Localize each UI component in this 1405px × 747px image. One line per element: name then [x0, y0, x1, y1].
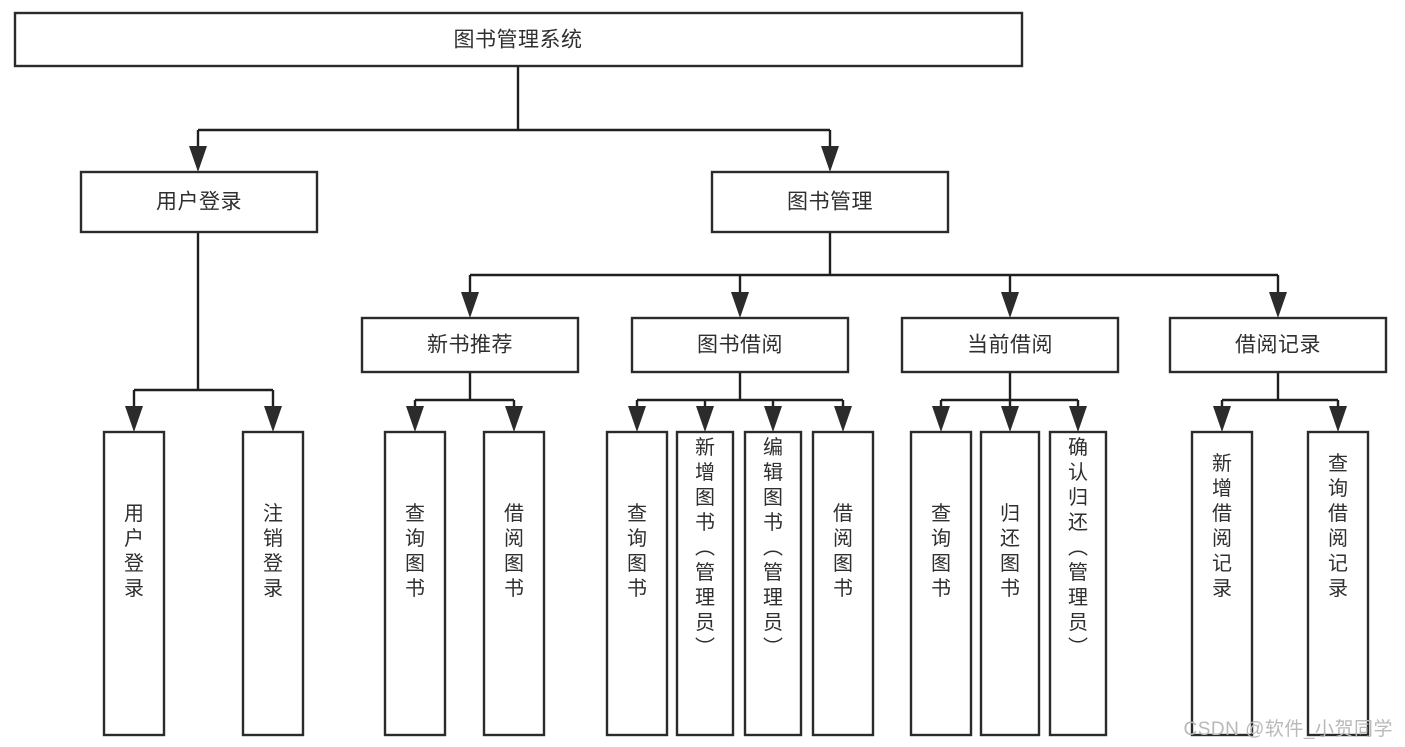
- node-newbook-box[interactable]: [360, 316, 580, 374]
- node-leaf13-box[interactable]: [1306, 430, 1370, 737]
- node-leaf9-box[interactable]: [909, 430, 973, 737]
- arrowhead-leaf13: [1329, 406, 1347, 432]
- node-leaf3-label: 查询图书: [405, 502, 425, 600]
- arrowhead-layer: [125, 146, 1347, 432]
- node-bookmgmt-label: 图书管理: [787, 191, 873, 214]
- arrowhead-leaf12: [1213, 406, 1231, 432]
- arrowhead-record: [1269, 292, 1287, 318]
- node-borrow-label: 图书借阅: [697, 334, 783, 357]
- node-login[interactable]: 用户登录: [79, 170, 319, 234]
- node-borrow[interactable]: 图书借阅: [630, 316, 850, 374]
- arrowhead-leaf3: [406, 406, 424, 432]
- node-leaf6-label: 新增图书︵管理员︶: [695, 436, 715, 659]
- node-leaf1[interactable]: 用户登录: [102, 430, 166, 737]
- node-leaf8-box[interactable]: [811, 430, 875, 737]
- arrowhead-leaf1: [125, 406, 143, 432]
- node-current-box[interactable]: [900, 316, 1120, 374]
- node-leaf11[interactable]: 确认归还︵管理员︶: [1048, 430, 1108, 737]
- node-leaf11-label: 确认归还︵管理员︶: [1068, 436, 1088, 659]
- arrowhead-leaf11: [1069, 406, 1087, 432]
- node-record-box[interactable]: [1168, 316, 1388, 374]
- node-leaf7-label: 编辑图书︵管理员︶: [763, 436, 783, 659]
- arrowhead-bookmgmt: [821, 146, 839, 172]
- node-leaf2[interactable]: 注销登录: [241, 430, 305, 737]
- node-leaf11-box[interactable]: [1048, 430, 1108, 737]
- node-current[interactable]: 当前借阅: [900, 316, 1120, 374]
- node-leaf5[interactable]: 查询图书: [605, 430, 669, 737]
- node-root-box[interactable]: [13, 11, 1024, 68]
- node-leaf12[interactable]: 新增借阅记录: [1190, 430, 1254, 737]
- node-leaf7-box[interactable]: [743, 430, 803, 737]
- node-login-box[interactable]: [79, 170, 319, 234]
- arrowhead-leaf6: [696, 406, 714, 432]
- node-leaf2-box[interactable]: [241, 430, 305, 737]
- node-leaf1-box[interactable]: [102, 430, 166, 737]
- csdn-watermark: CSDN @软件_小贺同学: [1183, 719, 1393, 740]
- node-leaf13-label: 查询借阅记录: [1328, 452, 1348, 600]
- node-leaf9-label: 查询图书: [931, 502, 951, 600]
- arrowhead-leaf4: [505, 406, 523, 432]
- node-login-label: 用户登录: [156, 191, 242, 214]
- arrowhead-leaf5: [628, 406, 646, 432]
- arrowhead-leaf7: [764, 406, 782, 432]
- node-newbook[interactable]: 新书推荐: [360, 316, 580, 374]
- node-leaf5-label: 查询图书: [627, 502, 647, 600]
- node-leaf10-box[interactable]: [979, 430, 1041, 737]
- arrowhead-newbook: [461, 292, 479, 318]
- arrowhead-login: [189, 146, 207, 172]
- node-leaf13[interactable]: 查询借阅记录: [1306, 430, 1370, 737]
- node-leaf10-label: 归还图书: [1000, 502, 1020, 600]
- node-bookmgmt-box[interactable]: [710, 170, 950, 234]
- node-current-label: 当前借阅: [967, 334, 1053, 357]
- arrowhead-leaf9: [932, 406, 950, 432]
- node-leaf6[interactable]: 新增图书︵管理员︶: [675, 430, 735, 737]
- node-leaf3-box[interactable]: [383, 430, 447, 737]
- node-leaf9[interactable]: 查询图书: [909, 430, 973, 737]
- node-record[interactable]: 借阅记录: [1168, 316, 1388, 374]
- node-leaf4-label: 借阅图书: [504, 502, 524, 600]
- arrowhead-leaf2: [264, 406, 282, 432]
- arrowhead-borrow: [731, 292, 749, 318]
- node-leaf4[interactable]: 借阅图书: [482, 430, 546, 737]
- node-leaf1-label: 用户登录: [124, 503, 144, 600]
- node-leaf12-label: 新增借阅记录: [1212, 452, 1232, 600]
- node-bookmgmt[interactable]: 图书管理: [710, 170, 950, 234]
- node-leaf3[interactable]: 查询图书: [383, 430, 447, 737]
- arrowhead-leaf8: [834, 406, 852, 432]
- node-root-label: 图书管理系统: [454, 29, 583, 52]
- arrowhead-leaf10: [1001, 406, 1019, 432]
- node-leaf12-box[interactable]: [1190, 430, 1254, 737]
- node-root[interactable]: 图书管理系统: [13, 11, 1024, 68]
- node-leaf7[interactable]: 编辑图书︵管理员︶: [743, 430, 803, 737]
- node-leaf2-label: 注销登录: [263, 502, 283, 600]
- node-leaf8-label: 借阅图书: [833, 502, 853, 600]
- arrowhead-current: [1001, 292, 1019, 318]
- node-borrow-box[interactable]: [630, 316, 850, 374]
- node-leaf10[interactable]: 归还图书: [979, 430, 1041, 737]
- node-leaf8[interactable]: 借阅图书: [811, 430, 875, 737]
- node-newbook-label: 新书推荐: [427, 334, 513, 357]
- node-leaf5-box[interactable]: [605, 430, 669, 737]
- node-leaf4-box[interactable]: [482, 430, 546, 737]
- node-record-label: 借阅记录: [1235, 334, 1321, 357]
- node-leaf6-box[interactable]: [675, 430, 735, 737]
